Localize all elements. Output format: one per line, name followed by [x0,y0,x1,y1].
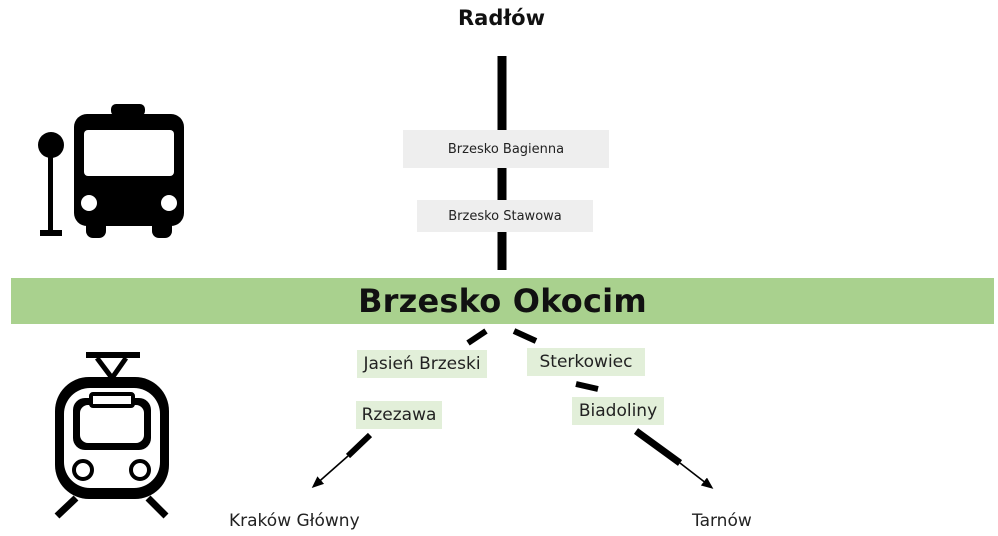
rail-stop-label: Sterkowiec [527,348,645,376]
right-rail-arrow [679,462,714,489]
right-destination-label: Tarnów [692,511,752,531]
bus-stop-label: Brzesko Stawowa [417,200,593,232]
train-icon [54,352,169,519]
rail-stop-label: Biadoliny [572,397,664,425]
main-station-bar: Brzesko Okocim [11,278,994,324]
right-rail-segment-2 [575,381,599,392]
bus-stop-icon [38,104,184,238]
rail-stop-label: Jasień Brzeski [357,350,487,378]
left-rail-arrow [311,455,349,488]
left-rail-segment-2 [345,432,373,459]
rail-stop-label: Rzezawa [356,401,442,429]
left-rail-segment-1 [466,328,488,346]
main-station-label: Brzesko Okocim [358,282,647,320]
top-destination-label: Radłów [458,6,545,30]
right-rail-segment-3 [633,428,683,466]
left-destination-label: Kraków Główny [229,511,360,531]
right-rail-segment-1 [512,328,538,344]
bus-stop-label: Brzesko Bagienna [403,130,609,168]
